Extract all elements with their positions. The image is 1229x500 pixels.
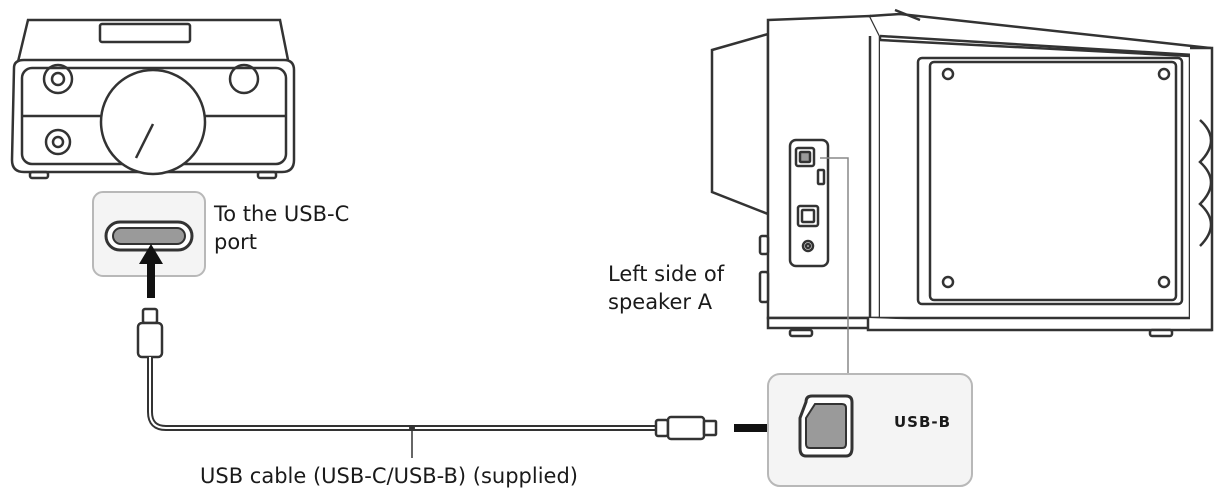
usbc-port-label: To the USB-C port <box>214 202 350 254</box>
speaker-leader-line <box>820 157 849 374</box>
speaker-side-label: Left side of speaker A <box>608 262 725 314</box>
amplifier-device-icon <box>10 18 296 180</box>
usb-cable <box>147 357 658 431</box>
usbb-port-label: USB-B <box>894 413 952 431</box>
usbb-plug-icon <box>654 415 718 441</box>
speaker-icon <box>710 8 1214 338</box>
up-arrow <box>139 244 163 298</box>
usb-cable-label: USB cable (USB-C/USB-B) (supplied) <box>200 464 578 488</box>
usbc-port-icon <box>104 220 194 252</box>
usbb-port-icon <box>798 394 854 458</box>
usbc-plug-icon <box>136 307 164 359</box>
